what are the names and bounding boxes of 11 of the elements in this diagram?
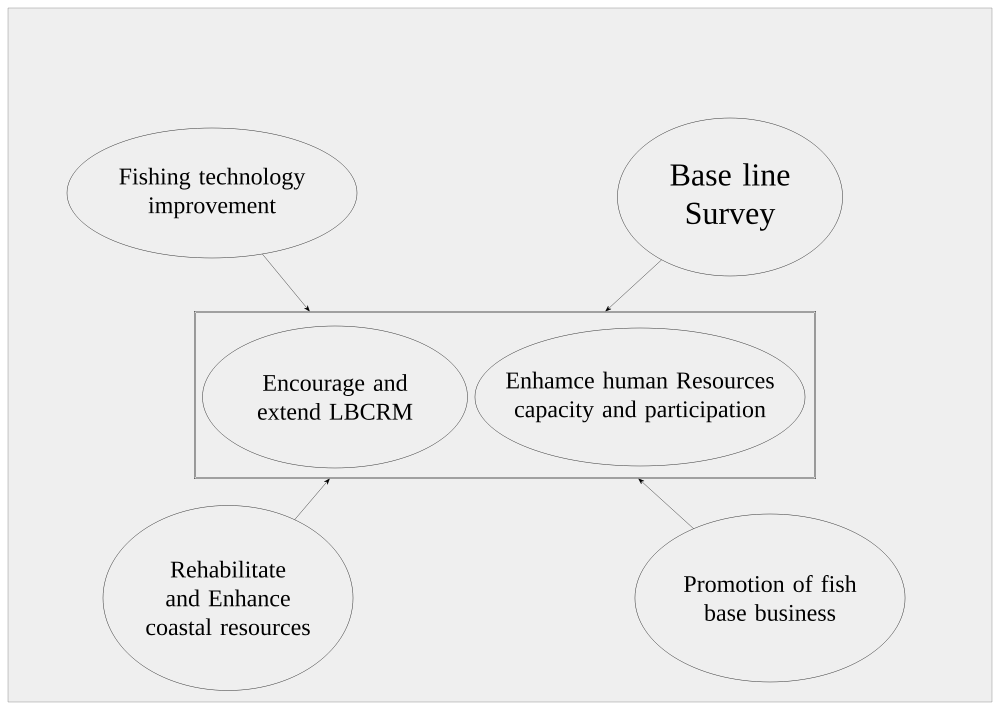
- arrow: [638, 478, 694, 529]
- ellipse-node: Base line Survey: [617, 118, 843, 276]
- group-box: [194, 311, 816, 479]
- ellipse-node: Enhamce human Resources capacity and participation: [474, 328, 806, 466]
- ellipse-node: Rehabilitate and Enhance coastal resources: [102, 505, 354, 691]
- ellipse-node: Promotion of fish base business: [634, 514, 906, 682]
- arrow: [294, 478, 330, 520]
- ellipse-node: Encourage and extend LBCRM: [202, 326, 468, 468]
- arrow: [605, 260, 662, 312]
- arrow: [262, 254, 310, 312]
- ellipse-node: Fishing technology improvement: [66, 128, 358, 258]
